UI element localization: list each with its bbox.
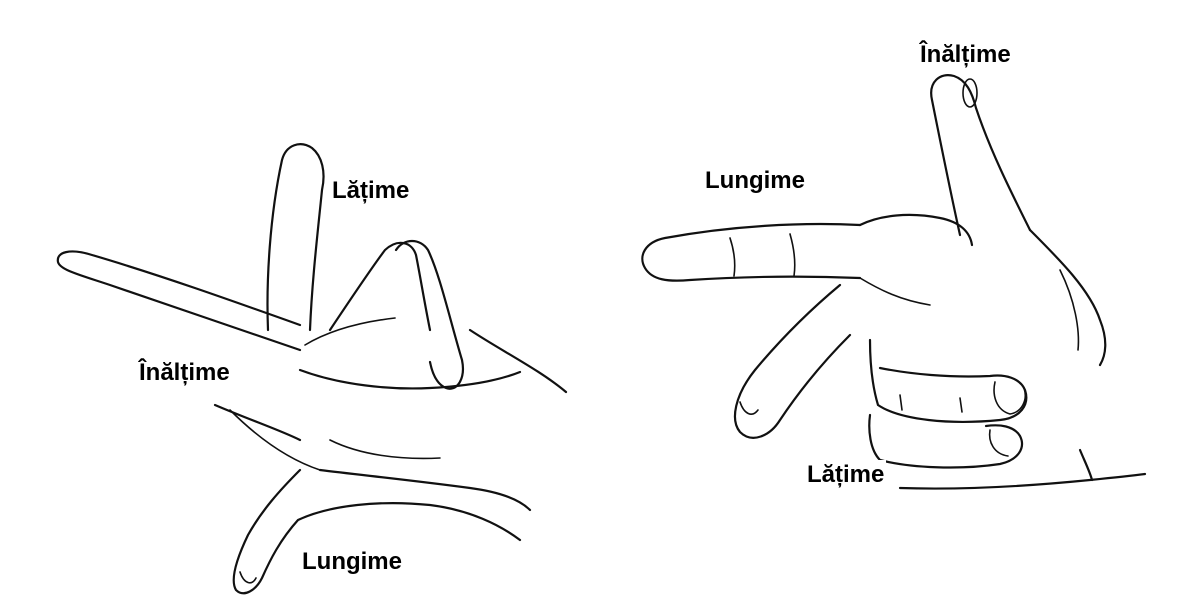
right-long-finger-crease [730,238,735,276]
left-long-finger [58,251,300,350]
right-curled-nail-2 [990,430,1008,456]
right-upper-finger [931,75,1030,235]
right-width-label: Lățime [805,460,886,490]
left-palm-upper [300,370,520,388]
right-back-line [1060,270,1078,350]
right-curled-finger-2 [869,415,1022,467]
left-upper-finger [268,144,324,330]
left-height-label: Înălțime [137,358,232,388]
right-long-finger [642,224,860,281]
right-wrist [900,474,1145,489]
right-middle-nail [740,402,758,414]
right-knuckle-mark-2 [960,398,962,412]
left-width-label: Lățime [330,176,411,206]
left-knuckle-line [305,318,395,345]
right-hand-drawing [642,75,1145,488]
right-back-of-hand [1030,230,1105,365]
left-palm-crease [230,410,320,470]
right-height-label: Înălțime [918,40,1013,70]
left-folded-finger [330,243,430,330]
left-length-label: Lungime [300,547,404,577]
left-palm-crease-2 [330,440,440,458]
left-thumb-nail [240,572,256,583]
right-knuckles [860,215,972,245]
right-wrist-side [1080,450,1092,480]
right-curled-nail-1 [994,382,1025,414]
right-length-label: Lungime [703,166,807,196]
right-long-finger-crease-2 [790,234,795,276]
left-folded-finger-2 [396,241,463,389]
right-palm-crease [860,278,930,305]
left-hand-drawing [58,144,566,593]
right-knuckle-mark-1 [900,395,902,410]
